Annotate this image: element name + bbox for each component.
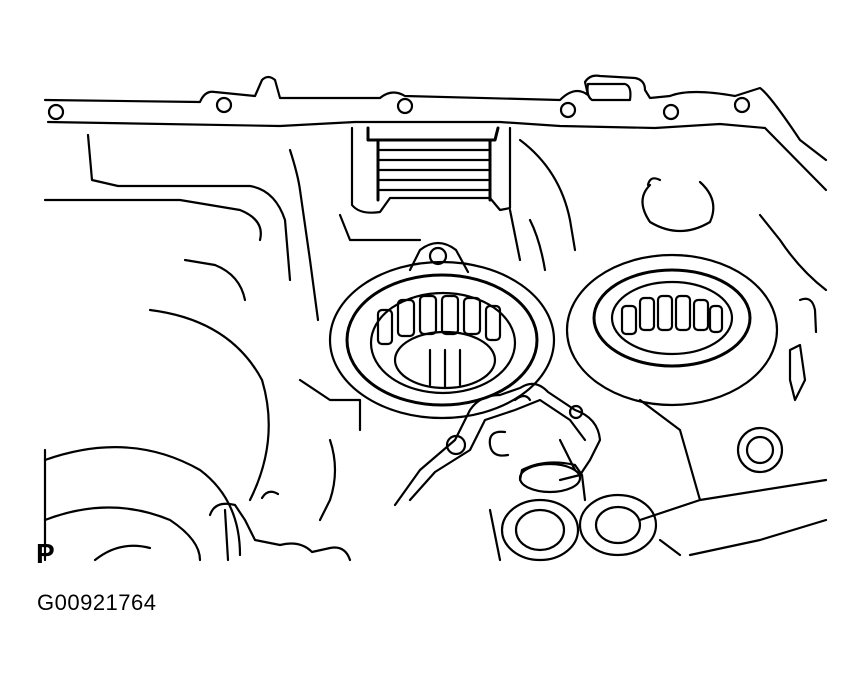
right-roller-1 bbox=[620, 304, 638, 336]
left-bearing-race bbox=[345, 273, 539, 407]
upper-right-boss bbox=[641, 180, 715, 232]
bracket-bolt-1 bbox=[445, 434, 467, 456]
right-roller-6 bbox=[708, 304, 724, 334]
right-bearing-outer-flange bbox=[565, 253, 779, 407]
bolt-hole-1 bbox=[47, 103, 65, 121]
left-roller-1 bbox=[376, 308, 394, 346]
bolt-hole-4 bbox=[559, 101, 577, 119]
left-roller-2 bbox=[396, 298, 416, 338]
left-bearing-ring bbox=[369, 291, 517, 395]
left-bearing-outer-flange bbox=[328, 260, 556, 420]
left-roller-6 bbox=[484, 304, 502, 342]
left-roller-3 bbox=[418, 294, 438, 336]
right-roller-5 bbox=[692, 298, 710, 332]
bolt-hole-5 bbox=[662, 103, 680, 121]
right-bearing-race bbox=[592, 268, 752, 368]
left-large-arc bbox=[148, 308, 270, 502]
left-roller-4 bbox=[440, 294, 460, 336]
bolt-hole-2 bbox=[215, 96, 233, 114]
lower-boss-1 bbox=[500, 498, 580, 562]
bracket-c-clip bbox=[488, 430, 510, 457]
case-top-edge bbox=[43, 74, 828, 162]
bracket-bolt-2 bbox=[568, 404, 584, 420]
figure-id: G00921764 bbox=[37, 590, 157, 615]
bottom-left-hub bbox=[43, 446, 242, 557]
bracket-plate bbox=[393, 382, 602, 507]
shaft-housing bbox=[350, 126, 512, 214]
case-top-inner-edge bbox=[46, 120, 828, 192]
left-bearing-ear-hole bbox=[428, 246, 448, 266]
right-roller-2 bbox=[638, 296, 656, 332]
right-roller-3 bbox=[656, 294, 674, 332]
left-bearing-ear bbox=[408, 241, 470, 274]
lower-center-sleeve bbox=[518, 461, 587, 502]
right-roller-4 bbox=[674, 294, 692, 332]
spline-shaft bbox=[366, 126, 500, 202]
right-bolt-hole bbox=[736, 426, 784, 474]
bolt-hole-6 bbox=[733, 96, 751, 114]
view-label: P bbox=[36, 538, 55, 569]
left-roller-5 bbox=[462, 296, 482, 336]
right-bearing-ring bbox=[610, 280, 734, 356]
top-tab bbox=[586, 82, 632, 102]
bolt-hole-3 bbox=[396, 97, 414, 115]
case-left-contour bbox=[86, 133, 292, 282]
lower-boss-2 bbox=[578, 493, 658, 557]
